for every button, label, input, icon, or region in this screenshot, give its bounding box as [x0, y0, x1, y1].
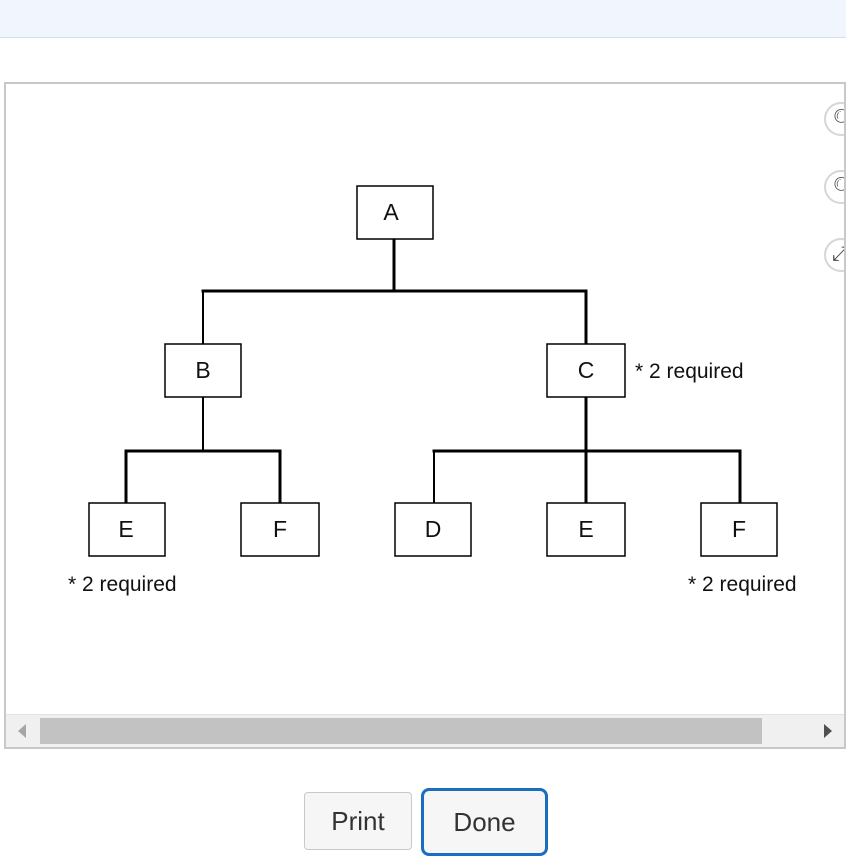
node-b-label: B — [195, 357, 210, 383]
scroll-right-icon[interactable] — [824, 724, 832, 738]
horizontal-scrollbar[interactable] — [6, 714, 844, 747]
zoom-out-button[interactable]: 🔍︎ — [824, 170, 844, 204]
scroll-left-icon[interactable] — [18, 724, 26, 738]
top-bar — [0, 0, 846, 38]
product-structure-tree: A B C E F D E F * 2 required * 2 require… — [68, 185, 797, 596]
e-required-note: * 2 required — [68, 573, 177, 596]
expand-icon: ⤢ — [832, 243, 844, 266]
node-e1-label: E — [118, 516, 133, 542]
zoom-in-icon: 🔍︎ — [832, 107, 844, 132]
node-d-label: D — [425, 516, 442, 542]
node-f2-label: F — [732, 516, 746, 542]
node-f1-label: F — [273, 516, 287, 542]
c-required-note: * 2 required — [635, 360, 744, 383]
node-e2-label: E — [578, 516, 593, 542]
diagram-viewer[interactable]: A B C E F D E F * 2 required * 2 require… — [4, 82, 846, 749]
node-a-label: A — [383, 199, 399, 225]
node-f2-box — [700, 502, 778, 557]
node-f1-box — [240, 502, 320, 557]
node-d-box — [394, 502, 472, 557]
node-b-box — [164, 343, 242, 398]
print-button[interactable]: Print — [304, 792, 412, 850]
node-e2-box — [546, 502, 626, 557]
node-c-label: C — [578, 357, 595, 383]
zoom-out-icon: 🔍︎ — [832, 175, 844, 200]
node-a-box — [356, 185, 434, 240]
scrollbar-thumb[interactable] — [40, 718, 762, 744]
zoom-in-button[interactable]: 🔍︎ — [824, 102, 844, 136]
done-button[interactable]: Done — [421, 788, 548, 856]
f-required-note: * 2 required — [688, 573, 797, 596]
node-e1-box — [88, 502, 166, 557]
node-c-box — [546, 343, 626, 398]
